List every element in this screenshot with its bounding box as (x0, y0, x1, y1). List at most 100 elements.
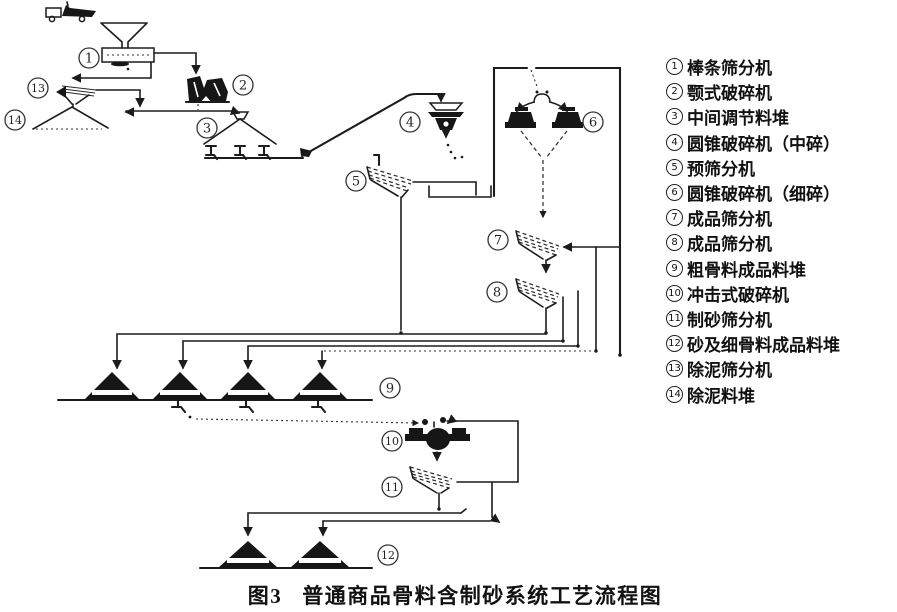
sandscreen-side-lines (489, 481, 501, 523)
legend-label: 圆锥破碎机（细碎） (687, 185, 840, 205)
legend-label: 制砂筛分机 (687, 310, 772, 330)
impact-crusher-icon (405, 417, 470, 462)
mud-screen-icon (56, 85, 97, 108)
legend-label: 棒条筛分机 (687, 59, 772, 79)
node-label-9: 9 (379, 377, 401, 399)
legend-num-circle: 14 (666, 385, 683, 403)
legend-label: 砂及细骨料成品料堆 (687, 336, 840, 356)
legend-label: 成品筛分机 (687, 210, 772, 230)
channel-to-fine-crushing-loop (412, 181, 492, 198)
svg-text:4: 4 (406, 116, 414, 131)
fine-crushing-loop-lines (492, 66, 622, 357)
process-flow-diagram: 1 2 3 4 5 6 7 8 9 10 11 12 13 14 (4, 1, 622, 570)
legend-label: 冲击式破碎机 (687, 285, 789, 305)
fraction-drop-lines (561, 246, 598, 353)
inclined-conveyor-to-crusher4 (300, 92, 446, 158)
svg-text:1: 1 (85, 52, 93, 67)
figure-number: 图3 (247, 584, 283, 608)
legend-label: 粗骨料成品料堆 (687, 260, 806, 280)
svg-text:7: 7 (494, 234, 502, 249)
node-label-1: 1 (78, 47, 100, 69)
coarse-stockpiles-icon (56, 372, 374, 419)
svg-text:8: 8 (493, 286, 501, 301)
sand-recirculation-loop (446, 414, 519, 483)
intermediate-stockpile-icon (203, 111, 305, 161)
legend-num-circle: 12 (666, 335, 683, 353)
figure-caption: 图3 普通商品骨料含制砂系统工艺流程图 (110, 580, 800, 610)
product-screen-8-icon (515, 278, 560, 335)
node-label-10: 10 (381, 430, 403, 452)
svg-text:6: 6 (589, 116, 597, 131)
svg-text:9: 9 (386, 382, 394, 397)
svg-text:5: 5 (352, 175, 360, 190)
bar-screen-icon (101, 47, 155, 71)
node-label-14: 14 (4, 109, 26, 131)
svg-text:10: 10 (385, 435, 399, 448)
legend-num-circle: 11 (666, 309, 683, 327)
node-label-11: 11 (381, 476, 403, 498)
legend-label: 预筛分机 (687, 159, 755, 179)
legend-num-circle: 2 (666, 83, 683, 101)
receiving-hopper-icon (100, 22, 148, 49)
legend-label: 除泥筛分机 (687, 361, 772, 381)
product-screen-7-icon (515, 230, 560, 274)
svg-text:2: 2 (239, 79, 247, 94)
legend-num-circle: 3 (666, 108, 683, 126)
node-label-3: 3 (196, 117, 218, 139)
node-label-4: 4 (399, 111, 421, 133)
sand-screen-icon (409, 466, 453, 511)
conveyor-screen-to-jawcrusher (153, 52, 201, 75)
svg-text:12: 12 (381, 549, 395, 562)
node-label-12: 12 (377, 544, 399, 566)
node-label-13: 13 (27, 77, 49, 99)
svg-text:13: 13 (31, 82, 45, 95)
mudscreen-return-line (95, 89, 145, 108)
legend-num-circle: 4 (666, 133, 683, 151)
svg-text:14: 14 (8, 114, 22, 127)
conveyor-to-mudscreen (71, 62, 152, 83)
reclaim-line-to-impact-crusher (195, 418, 420, 427)
conveyor-to-stockpile3 (124, 105, 241, 117)
sand-stockpiles-icon (198, 541, 374, 570)
cone-crusher-medium-icon (428, 102, 464, 160)
legend-num-circle: 9 (666, 259, 683, 277)
legend-label: 颚式破碎机 (687, 84, 772, 104)
mud-stockpile-icon (32, 106, 109, 130)
legend-num-circle: 13 (666, 360, 683, 378)
svg-text:3: 3 (203, 122, 211, 137)
legend-label: 中间调节料堆 (687, 109, 789, 129)
jaw-crusher-icon (184, 76, 231, 110)
pre-screen-icon (366, 153, 414, 198)
node-label-8: 8 (486, 281, 508, 303)
node-label-7: 7 (487, 229, 509, 251)
legend-num-circle: 6 (666, 184, 683, 202)
sand-conveyors (243, 508, 491, 537)
svg-text:11: 11 (385, 481, 399, 494)
legend-num-circle: 7 (666, 209, 683, 227)
cone-crusher-fine-icon (505, 90, 583, 219)
legend-num-circle: 8 (666, 234, 683, 252)
legend-num-circle: 5 (666, 158, 683, 176)
legend-num-circle: 10 (666, 284, 683, 302)
dump-truck-icon (45, 1, 96, 23)
legend-label: 成品筛分机 (687, 235, 772, 255)
product-conveyors-to-stockpiles (112, 333, 596, 370)
node-label-6: 6 (582, 111, 604, 133)
figure-title: 普通商品骨料含制砂系统工艺流程图 (302, 584, 663, 608)
node-label-5: 5 (345, 170, 367, 192)
node-label-2: 2 (232, 74, 254, 96)
